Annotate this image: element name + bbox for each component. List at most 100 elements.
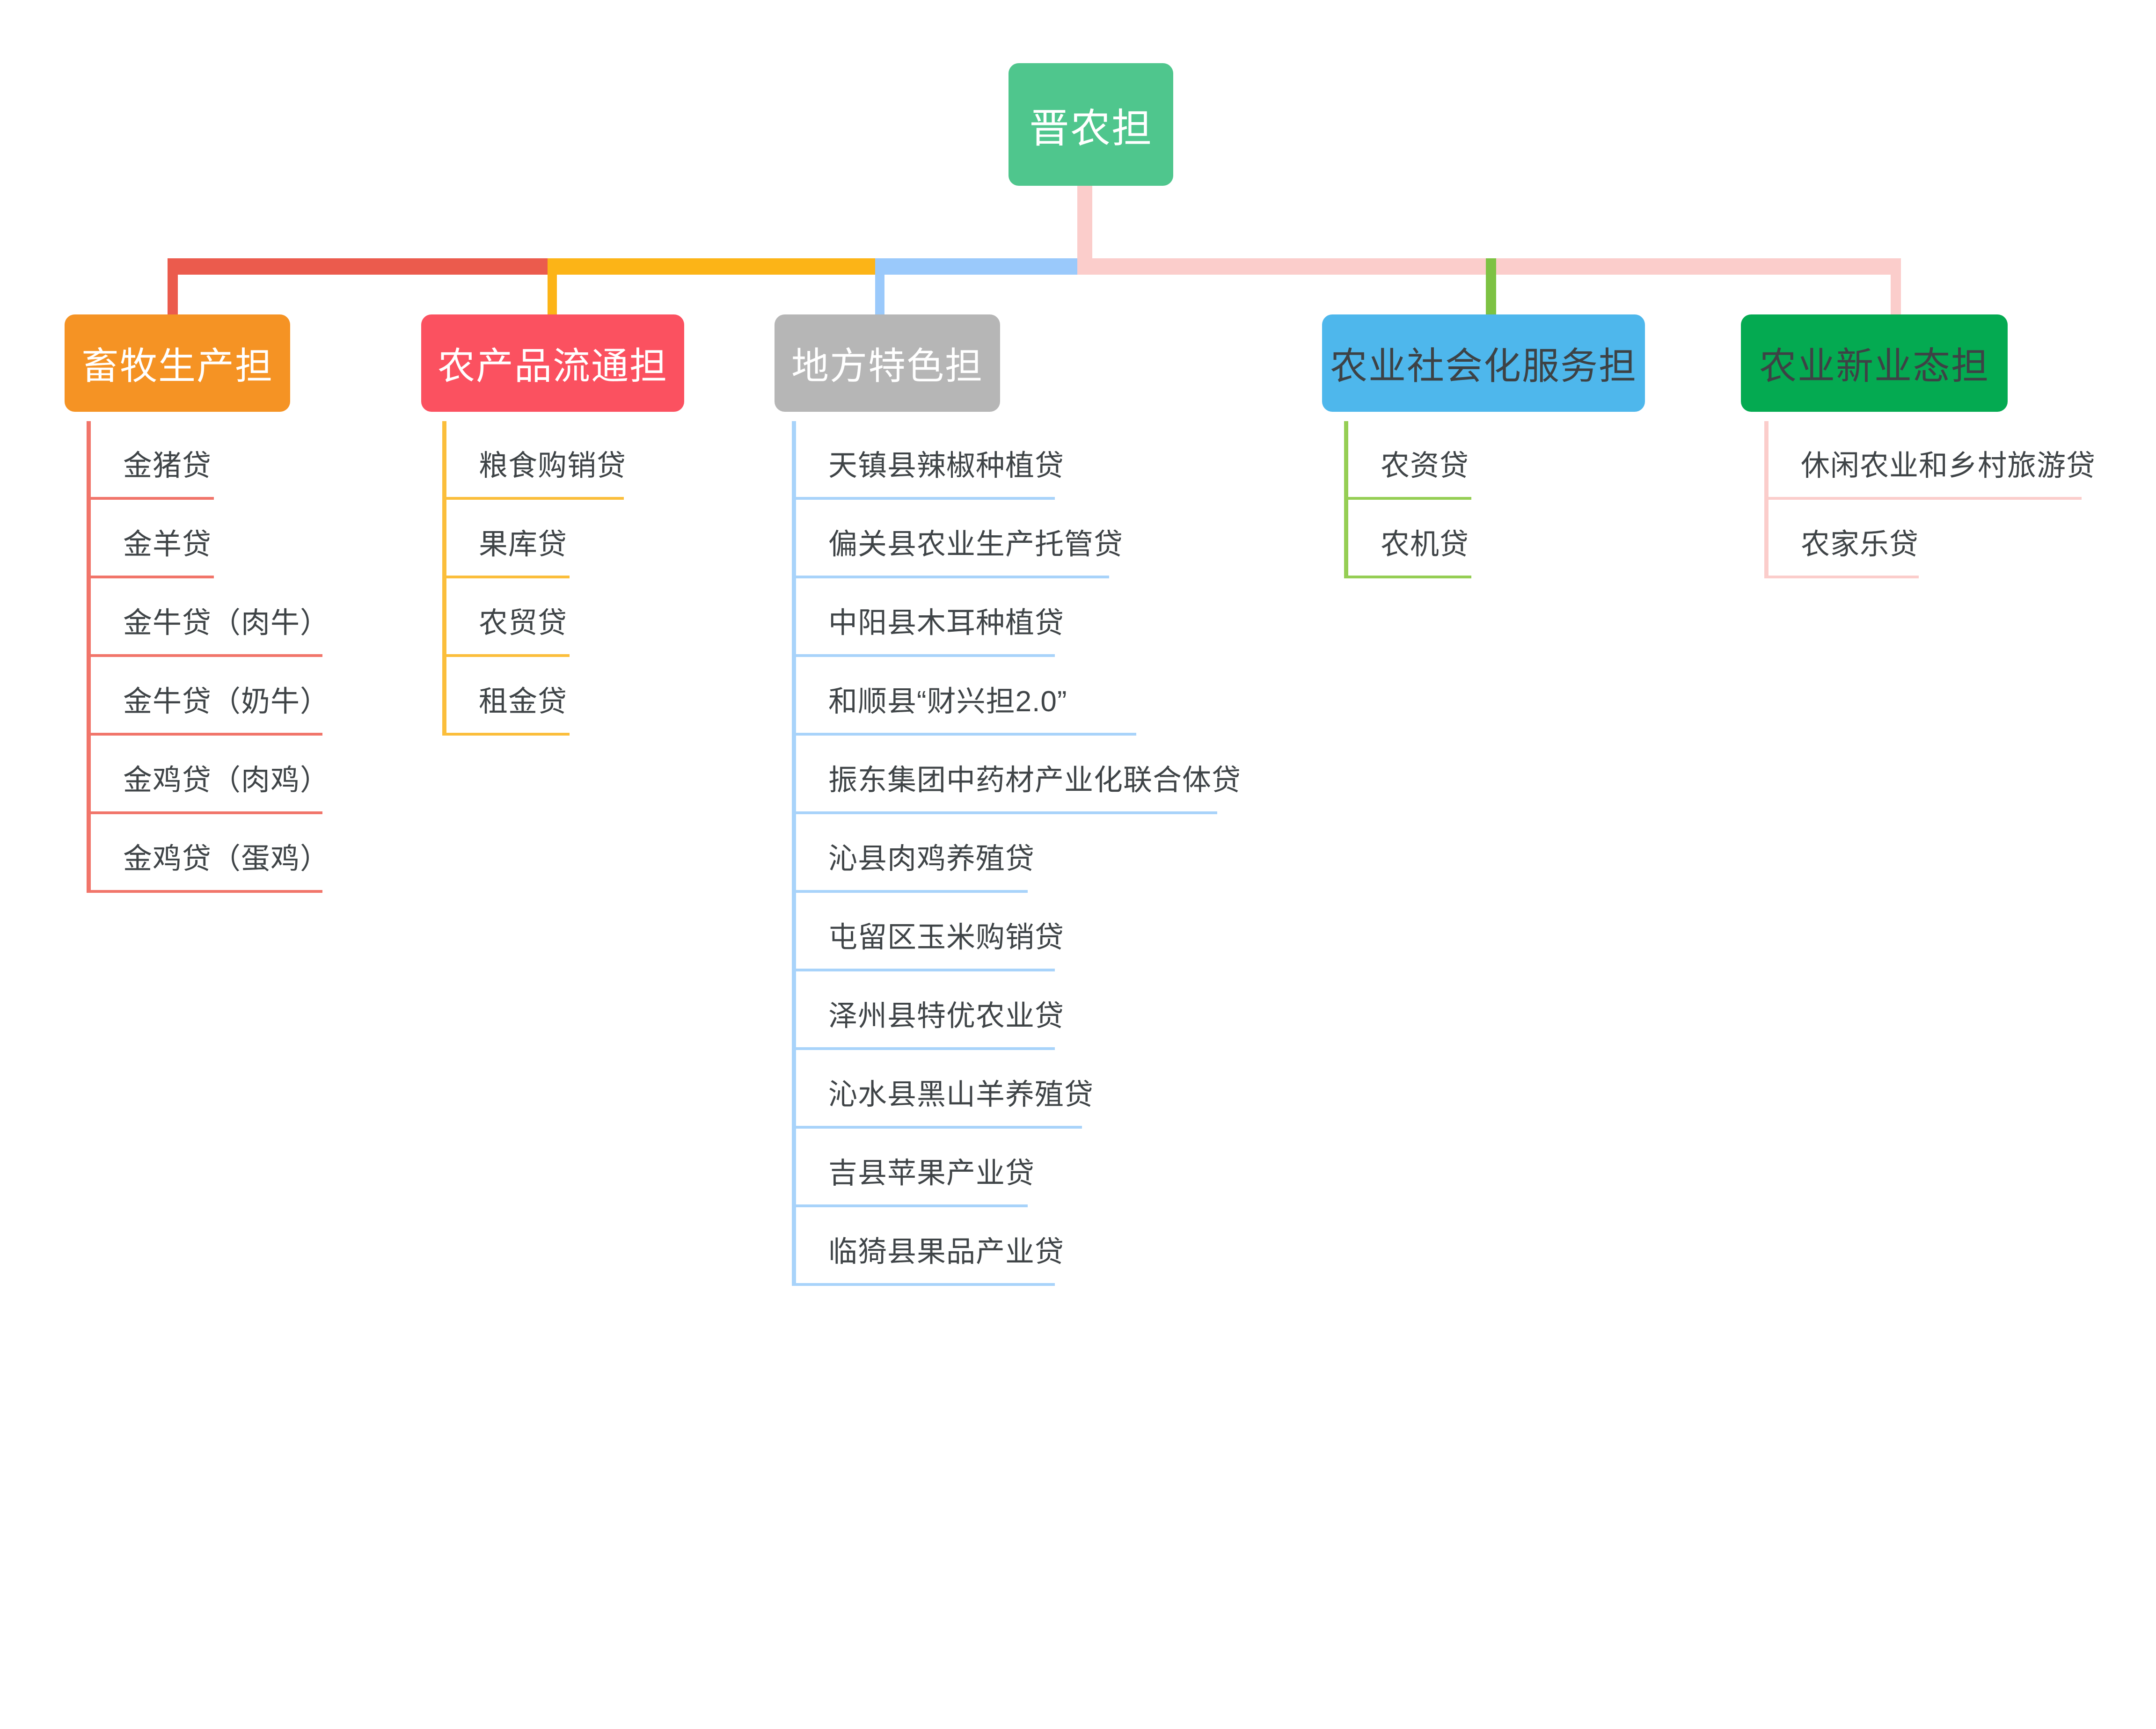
leaf-column-3: 农资贷农机贷: [1344, 421, 2093, 578]
leaf-underline: [87, 733, 322, 736]
leaf-label: 金牛贷（肉牛）: [123, 607, 330, 639]
leaf-spine: [792, 1207, 796, 1286]
leaf-spine: [792, 421, 796, 500]
leaf-underline: [1764, 497, 2082, 500]
leaf-underline: [442, 654, 570, 657]
leaf-item[interactable]: 金猪贷: [87, 421, 835, 500]
leaf-item[interactable]: 金鸡贷（肉鸡）: [87, 736, 835, 814]
trunk-segment-0: [168, 258, 548, 275]
leaf-spine: [87, 421, 91, 500]
leaf-label: 振东集团中药材产业化联合体贷: [828, 764, 1242, 796]
branch-stem-2: [875, 258, 884, 321]
leaf-underline: [442, 576, 570, 578]
trunk-segment-2: [875, 258, 1077, 275]
leaf-label: 临猗县果品产业贷: [828, 1236, 1065, 1268]
leaf-item[interactable]: 振东集团中药材产业化联合体贷: [792, 736, 1541, 814]
leaf-spine: [792, 1129, 796, 1207]
leaf-underline: [792, 576, 1109, 578]
branch-node-livestock[interactable]: 畜牧生产担: [65, 314, 290, 412]
leaf-spine: [87, 578, 91, 657]
leaf-label: 金猪贷: [123, 450, 212, 482]
leaf-underline: [792, 1126, 1082, 1129]
leaf-label: 金鸡贷（肉鸡）: [123, 764, 330, 796]
leaf-underline: [1764, 576, 1919, 578]
leaf-item[interactable]: 农资贷: [1344, 421, 2093, 500]
leaf-label: 金鸡贷（蛋鸡）: [123, 843, 330, 875]
leaf-label: 金牛贷（奶牛）: [123, 686, 330, 718]
leaf-spine: [1344, 421, 1348, 500]
leaf-item[interactable]: 金鸡贷（蛋鸡）: [87, 814, 835, 893]
root-node-label: 晋农担: [1029, 106, 1153, 151]
leaf-item[interactable]: 吉县苹果产业贷: [792, 1129, 1541, 1207]
leaf-underline: [87, 890, 322, 893]
leaf-item[interactable]: 粮食购销贷: [442, 421, 1191, 500]
leaf-label: 农家乐贷: [1801, 528, 1919, 561]
leaf-label: 偏关县农业生产托管贷: [828, 528, 1124, 561]
trunk-segment-1: [548, 258, 875, 275]
branch-stem-3: [1486, 258, 1496, 321]
leaf-underline: [87, 811, 322, 814]
leaf-column-2: 天镇县辣椒种植贷偏关县农业生产托管贷中阳县木耳种植贷和顺县“财兴担2.0” 振东集…: [792, 421, 1541, 1286]
leaf-underline: [792, 969, 1055, 971]
leaf-item[interactable]: 农家乐贷: [1764, 500, 2156, 578]
leaf-label: 泽州县特优农业贷: [828, 1000, 1065, 1032]
leaf-column-4: 休闲农业和乡村旅游贷农家乐贷: [1764, 421, 2156, 578]
leaf-underline: [792, 733, 1136, 736]
leaf-label: 农机贷: [1381, 528, 1469, 561]
leaf-item[interactable]: 沁水县黑山羊养殖贷: [792, 1050, 1541, 1129]
leaf-label: 沁县肉鸡养殖贷: [828, 843, 1035, 875]
leaf-item[interactable]: 金牛贷（肉牛）: [87, 578, 835, 657]
leaf-underline: [87, 497, 214, 500]
leaf-spine: [1764, 500, 1769, 578]
leaf-spine: [1764, 421, 1769, 500]
leaf-spine: [442, 500, 446, 578]
leaf-item[interactable]: 屯留区玉米购销贷: [792, 893, 1541, 971]
leaf-label: 果库贷: [479, 528, 568, 561]
leaf-item[interactable]: 偏关县农业生产托管贷: [792, 500, 1541, 578]
leaf-item[interactable]: 租金贷: [442, 657, 1191, 736]
leaf-item[interactable]: 泽州县特优农业贷: [792, 971, 1541, 1050]
leaf-item[interactable]: 金牛贷（奶牛）: [87, 657, 835, 736]
branch-stem-1: [548, 258, 557, 321]
branch-stem-0: [168, 258, 178, 321]
leaf-item[interactable]: 金羊贷: [87, 500, 835, 578]
leaf-item[interactable]: 天镇县辣椒种植贷: [792, 421, 1541, 500]
leaf-underline: [792, 1204, 1028, 1207]
leaf-item[interactable]: 农机贷: [1344, 500, 2093, 578]
leaf-spine: [792, 657, 796, 736]
leaf-underline: [792, 1283, 1055, 1286]
leaf-spine: [792, 578, 796, 657]
leaf-underline: [792, 890, 1028, 893]
leaf-spine: [792, 814, 796, 893]
branch-node-label: 畜牧生产担: [81, 345, 273, 387]
leaf-item[interactable]: 果库贷: [442, 500, 1191, 578]
leaf-spine: [792, 500, 796, 578]
leaf-label: 休闲农业和乡村旅游贷: [1801, 450, 2096, 482]
leaf-spine: [792, 1050, 796, 1129]
leaf-item[interactable]: 和顺县“财兴担2.0”: [792, 657, 1541, 736]
leaf-spine: [87, 736, 91, 814]
leaf-spine: [442, 421, 446, 500]
leaf-underline: [1344, 497, 1471, 500]
branch-node-local-specialty[interactable]: 地方特色担: [775, 314, 1000, 412]
leaf-item[interactable]: 临猗县果品产业贷: [792, 1207, 1541, 1286]
leaf-item[interactable]: 中阳县木耳种植贷: [792, 578, 1541, 657]
leaf-item[interactable]: 沁县肉鸡养殖贷: [792, 814, 1541, 893]
leaf-spine: [792, 971, 796, 1050]
leaf-label: 金羊贷: [123, 528, 212, 561]
leaf-column-0: 金猪贷金羊贷金牛贷（肉牛） 金牛贷（奶牛） 金鸡贷（肉鸡） 金鸡贷（蛋鸡）: [87, 421, 835, 893]
branch-node-socialized-service[interactable]: 农业社会化服务担: [1322, 314, 1645, 412]
leaf-spine: [87, 500, 91, 578]
leaf-label: 和顺县“财兴担2.0”: [828, 686, 1067, 718]
branch-node-agriproduct-circulation[interactable]: 农产品流通担: [421, 314, 684, 412]
leaf-item[interactable]: 农贸贷: [442, 578, 1191, 657]
branch-node-new-business-form[interactable]: 农业新业态担: [1741, 314, 2008, 412]
leaf-spine: [87, 814, 91, 893]
root-node-jinnongdan[interactable]: 晋农担: [1009, 63, 1173, 186]
leaf-underline: [87, 576, 214, 578]
leaf-underline: [792, 497, 1055, 500]
leaf-item[interactable]: 休闲农业和乡村旅游贷: [1764, 421, 2156, 500]
leaf-underline: [87, 654, 322, 657]
leaf-label: 农贸贷: [479, 607, 568, 639]
